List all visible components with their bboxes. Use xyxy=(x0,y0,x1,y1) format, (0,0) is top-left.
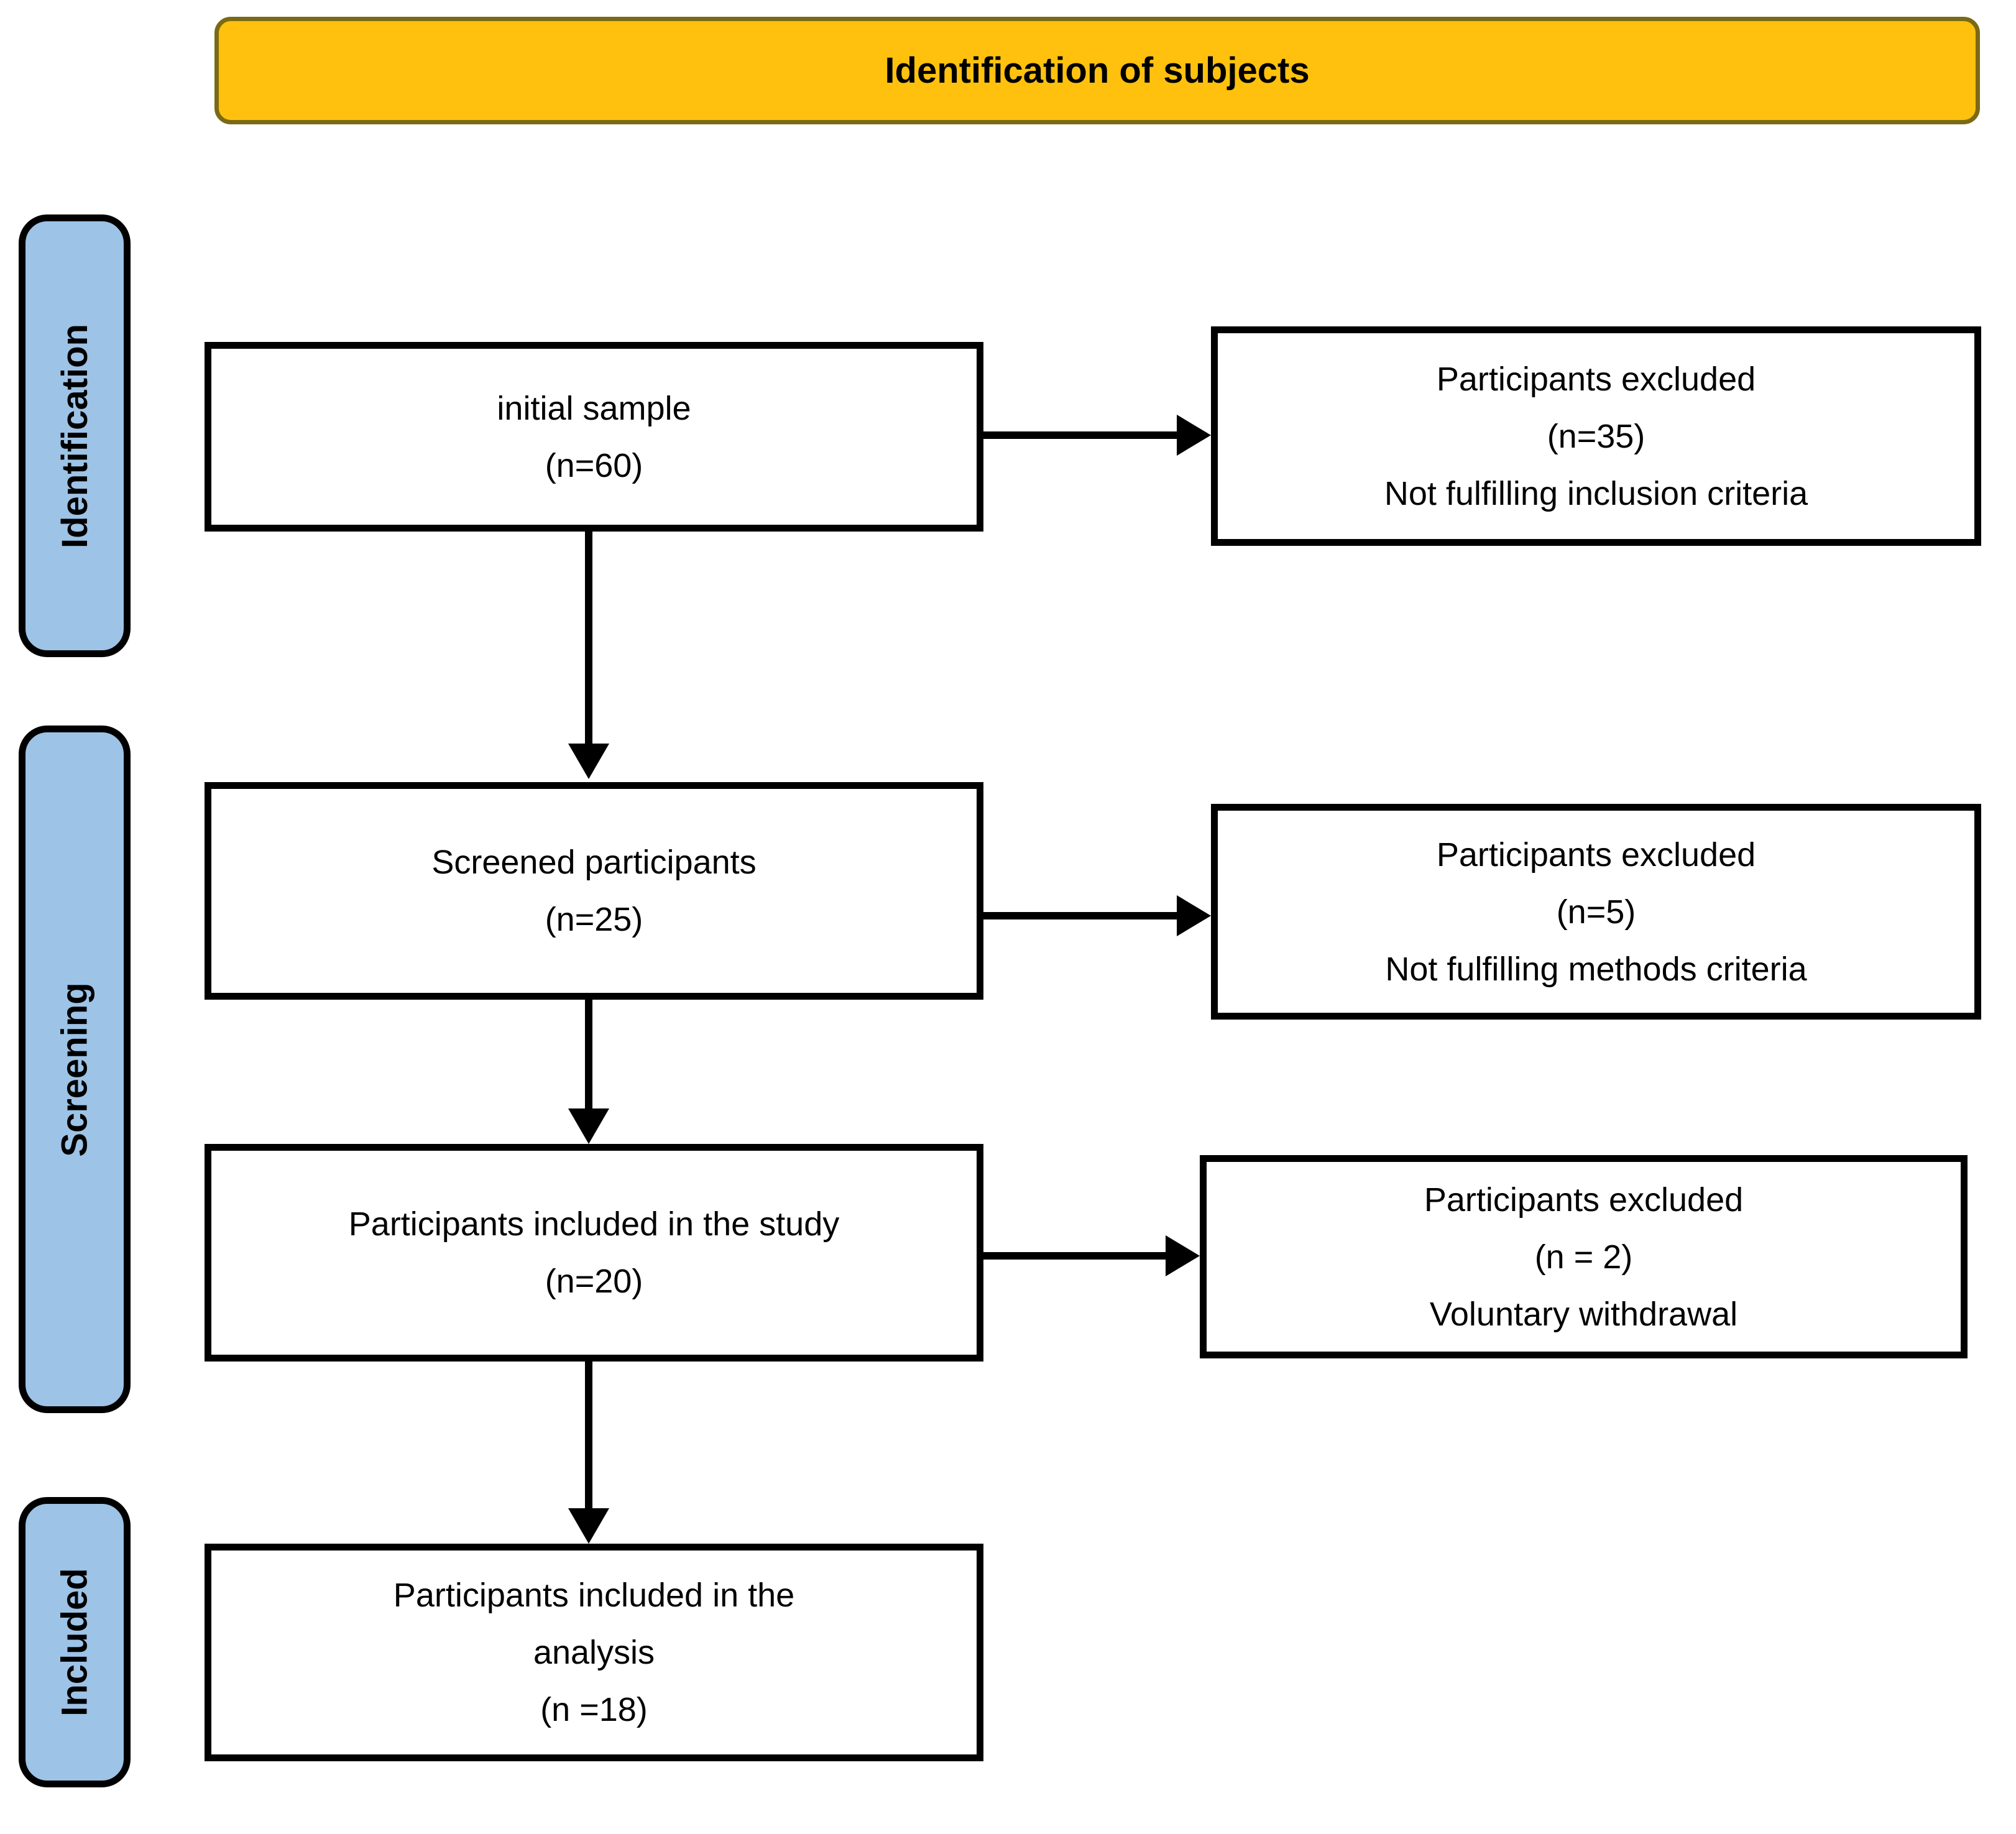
stage-tab-identification: Identification xyxy=(19,214,131,657)
stage-tab-included: Included xyxy=(19,1497,131,1787)
arrow-shaft xyxy=(585,530,592,745)
flow-box-line: (n =18) xyxy=(540,1691,648,1728)
arrowhead-right-icon xyxy=(1177,415,1211,456)
flow-box-line: Participants included in the study xyxy=(348,1205,840,1243)
exclusion-box-withdrawal: Participants excluded (n = 2) Voluntary … xyxy=(1200,1155,1968,1358)
stage-tab-screening: Screening xyxy=(19,726,131,1413)
flow-box-line: Participants included in the xyxy=(393,1577,795,1614)
header-title: Identification of subjects xyxy=(885,50,1310,91)
flow-box-line: initial sample xyxy=(497,389,691,427)
flow-box-line: Screened participants xyxy=(431,844,757,881)
exclusion-box-line: Not fulfilling methods criteria xyxy=(1385,950,1807,988)
exclusion-box-line: (n=35) xyxy=(1547,417,1645,455)
flow-box-initial-sample: initial sample (n=60) xyxy=(205,342,983,532)
stage-tab-label: Screening xyxy=(54,982,95,1157)
flow-box-screened-participants: Screened participants (n=25) xyxy=(205,782,983,1000)
flow-box-line: analysis xyxy=(533,1634,655,1671)
flow-box-line: (n=60) xyxy=(545,446,643,484)
arrowhead-down-icon xyxy=(568,1108,609,1144)
arrow-shaft xyxy=(585,1000,592,1110)
arrowhead-down-icon xyxy=(568,744,609,779)
flow-box-line: (n=25) xyxy=(545,901,643,938)
exclusion-box-line: (n=5) xyxy=(1556,893,1636,931)
header-banner: Identification of subjects xyxy=(214,17,1980,124)
exclusion-box-line: Participants excluded xyxy=(1424,1181,1744,1219)
arrow-shaft xyxy=(585,1362,592,1509)
exclusion-box-screening: Participants excluded (n=5) Not fulfilli… xyxy=(1211,804,1981,1020)
arrow-shaft xyxy=(983,1252,1167,1260)
exclusion-box-line: Participants excluded xyxy=(1436,836,1756,873)
stage-tab-label: Included xyxy=(54,1568,95,1716)
exclusion-box-line: Participants excluded xyxy=(1436,360,1756,398)
exclusion-box-line: Not fulfilling inclusion criteria xyxy=(1384,474,1808,512)
flow-box-line: (n=20) xyxy=(545,1263,643,1300)
arrow-shaft xyxy=(983,912,1178,919)
arrowhead-right-icon xyxy=(1166,1235,1200,1276)
arrow-shaft xyxy=(983,431,1178,439)
arrowhead-down-icon xyxy=(568,1508,609,1544)
exclusion-box-identification: Participants excluded (n=35) Not fulfill… xyxy=(1211,326,1981,546)
stage-tab-label: Identification xyxy=(54,323,95,548)
flow-box-included-in-analysis: Participants included in the analysis (n… xyxy=(205,1544,983,1761)
arrowhead-right-icon xyxy=(1177,895,1211,936)
exclusion-box-line: Voluntary withdrawal xyxy=(1429,1295,1738,1333)
flow-box-included-in-study: Participants included in the study (n=20… xyxy=(205,1144,983,1362)
exclusion-box-line: (n = 2) xyxy=(1534,1238,1633,1276)
